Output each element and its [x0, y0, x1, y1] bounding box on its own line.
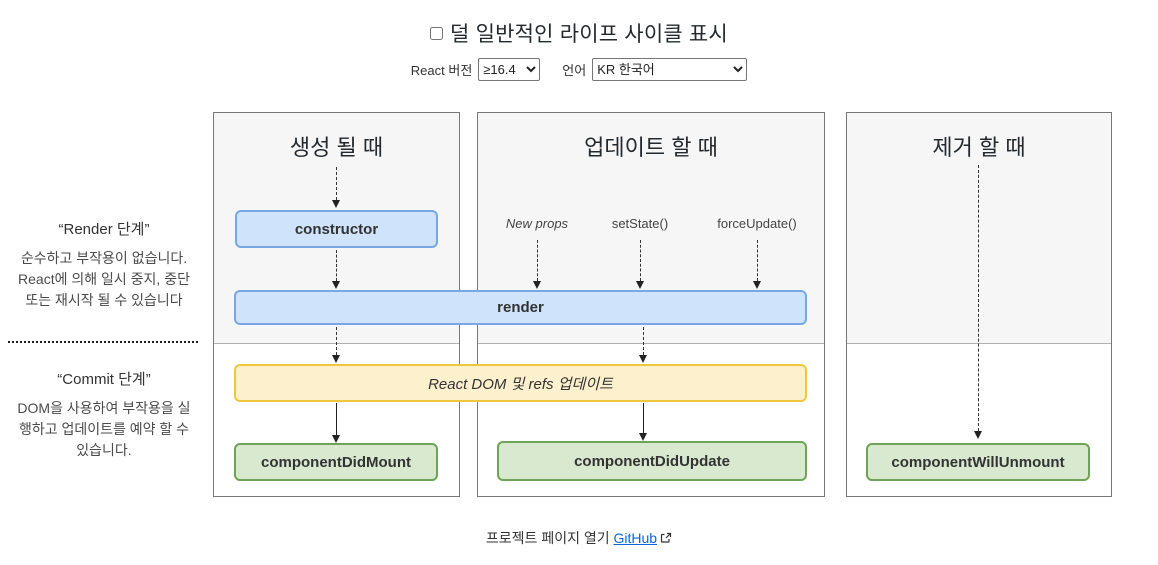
react-version-select[interactable]: ≥16.4: [478, 58, 541, 81]
method-constructor[interactable]: constructor: [235, 210, 438, 248]
phase-divider: [8, 341, 198, 343]
method-componentdidupdate[interactable]: componentDidUpdate: [497, 441, 807, 481]
title-row: 덜 일반적인 라이프 사이클 표시: [0, 18, 1158, 48]
column-header-unmounting: 제거 할 때: [932, 135, 1026, 160]
language-label: 언어: [562, 63, 587, 78]
github-link[interactable]: GitHub: [613, 530, 658, 546]
commit-phase-title: “Commit 단계”: [57, 371, 151, 388]
method-componentdidmount[interactable]: componentDidMount: [234, 443, 438, 481]
trigger-setstate: setState(): [611, 216, 669, 231]
trigger-forceupdate: forceUpdate(): [717, 216, 797, 231]
column-header-updating: 업데이트 할 때: [584, 135, 718, 160]
footer-text: 프로젝트 페이지 열기: [485, 530, 610, 546]
method-render[interactable]: render: [234, 290, 807, 325]
render-phase-description: 순수하고 부작용이 없습니다. React에 의해 일시 중지, 중단 또는 재…: [18, 250, 190, 308]
page-title[interactable]: 덜 일반적인 라이프 사이클 표시: [450, 23, 728, 46]
footer: 프로젝트 페이지 열기 GitHub: [0, 528, 1158, 548]
render-phase-note: “Render 단계” 순수하고 부작용이 없습니다. React에 의해 일시…: [8, 218, 200, 311]
render-phase-title: “Render 단계”: [58, 221, 150, 238]
commit-phase-note: “Commit 단계” DOM을 사용하여 부작용을 실행하고 업데이트를 예약…: [8, 368, 200, 461]
trigger-new-props: New props: [505, 216, 569, 231]
less-common-lifecycles-checkbox[interactable]: [430, 26, 444, 40]
commit-phase-description: DOM을 사용하여 부작용을 실행하고 업데이트를 예약 할 수 있습니다.: [17, 400, 191, 458]
react-version-label: React 버전: [410, 63, 473, 78]
external-link-icon: [660, 531, 672, 547]
react-dom-update-box: React DOM 및 refs 업데이트: [234, 364, 807, 402]
controls-row: React 버전 ≥16.4 언어 KR 한국어: [0, 58, 1158, 81]
column-header-mounting: 생성 될 때: [289, 135, 384, 160]
column-unmounting-render-phase-area: 제거 할 때: [847, 113, 1111, 344]
column-unmounting: 제거 할 때: [846, 112, 1112, 497]
method-componentwillunmount[interactable]: componentWillUnmount: [866, 443, 1090, 481]
language-select[interactable]: KR 한국어: [592, 58, 748, 81]
